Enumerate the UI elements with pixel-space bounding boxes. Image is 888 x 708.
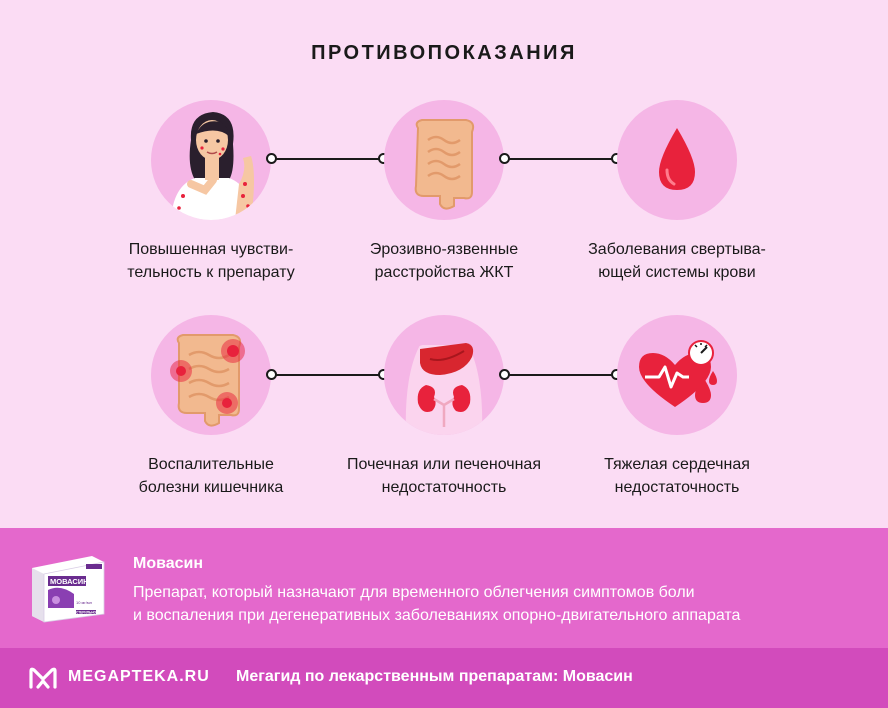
inflamed-intestine-icon xyxy=(170,334,245,427)
caption-line: недостаточность xyxy=(381,479,507,496)
description-line: Препарат, который назначают для временно… xyxy=(133,584,695,601)
caption-line: болезни кишечника xyxy=(138,479,284,496)
caption-heart: Тяжелая сердечная недостаточность xyxy=(562,453,792,499)
connector-dot xyxy=(266,369,277,380)
drug-description: Препарат, который назначают для временно… xyxy=(133,581,873,627)
package-sterile: СТЕРИЛЬНО xyxy=(76,610,97,614)
drug-name: Мовасин xyxy=(133,555,204,572)
page-title: ПРОТИВОПОКАЗАНИЯ xyxy=(311,42,577,64)
allergic-woman-icon xyxy=(171,112,254,220)
drug-info-band: МОВАСИН 10 мг/мл СТЕРИЛЬНО Мовасин Препа… xyxy=(0,528,888,648)
caption-line: Воспалительные xyxy=(148,456,274,473)
kidney-liver-icon xyxy=(405,338,483,435)
caption-allergy: Повышенная чувстви- тельность к препарат… xyxy=(96,238,326,284)
caption-line: расстройства ЖКТ xyxy=(374,264,514,281)
caption-line: Почечная или печеночная xyxy=(347,456,541,473)
megapteka-logo-icon[interactable] xyxy=(29,667,57,689)
circle-gi-tract xyxy=(384,100,504,220)
package-label: МОВАСИН xyxy=(50,577,89,586)
circle-blood xyxy=(617,100,737,220)
connector-2-3 xyxy=(506,158,616,160)
circle-bowel-inflammation xyxy=(151,315,271,435)
caption-gi-tract: Эрозивно-язвенные расстройства ЖКТ xyxy=(329,238,559,284)
connector-dot xyxy=(499,369,510,380)
connector-1-2 xyxy=(273,158,383,160)
description-line: и воспаления при дегенеративных заболева… xyxy=(133,607,741,624)
caption-bowel-inflammation: Воспалительные болезни кишечника xyxy=(96,453,326,499)
caption-line: Заболевания свертыва- xyxy=(588,241,766,258)
footer: MEGAPTEKA.RU Мегагид по лекарственным пр… xyxy=(0,648,888,708)
package-dose: 10 мг/мл xyxy=(76,600,93,605)
intestine-icon xyxy=(414,119,475,210)
footer-guide-text: Мегагид по лекарственным препаратам: Мов… xyxy=(236,668,633,685)
heart-failure-icon xyxy=(639,340,717,407)
caption-line: Тяжелая сердечная xyxy=(604,456,750,473)
caption-line: тельность к препарату xyxy=(127,264,295,281)
contraindications-panel: ПРОТИВОПОКАЗАНИЯ xyxy=(96,42,792,499)
circle-kidney-liver xyxy=(384,315,504,435)
caption-blood: Заболевания свертыва- ющей системы крови xyxy=(562,238,792,284)
circle-heart xyxy=(617,315,737,435)
connector-4-5 xyxy=(273,374,383,376)
caption-line: Эрозивно-язвенные xyxy=(369,241,519,258)
caption-line: Повышенная чувстви- xyxy=(128,241,294,258)
circle-allergy xyxy=(151,100,271,220)
caption-line: ющей системы крови xyxy=(598,264,756,281)
blood-drop-icon xyxy=(659,128,695,190)
caption-line: недостаточность xyxy=(614,479,740,496)
connector-dot xyxy=(499,153,510,164)
connector-dot xyxy=(266,153,277,164)
caption-kidney-liver: Почечная или печеночная недостаточность xyxy=(329,453,559,499)
drug-package-icon: МОВАСИН 10 мг/мл СТЕРИЛЬНО xyxy=(32,556,105,623)
connector-5-6 xyxy=(506,374,616,376)
megapteka-logo-text[interactable]: MEGAPTEKA.RU xyxy=(68,668,210,685)
